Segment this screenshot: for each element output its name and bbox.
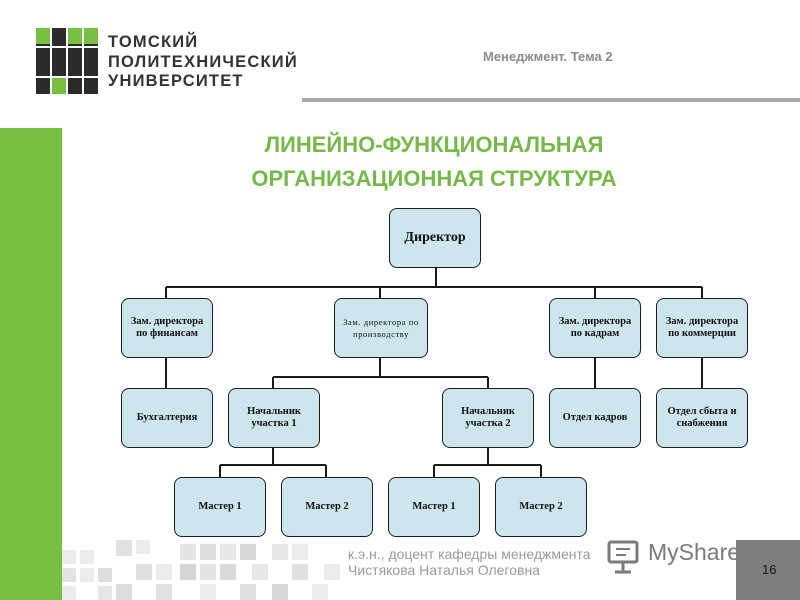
org-box-deputy-production: Зам. директора по производству (334, 298, 428, 358)
presentation-board-icon (607, 540, 639, 574)
org-box-master-s2-2: Мастер 2 (495, 477, 587, 537)
org-box-hr-department: Отдел кадров (549, 388, 641, 448)
university-line-2: ПОЛИТЕХНИЧЕСКИЙ (108, 52, 298, 71)
author-line-2: Чистякова Наталья Олеговна (348, 562, 540, 578)
university-line-3: УНИВЕРСИТЕТ (108, 72, 244, 90)
page-number-box (736, 540, 800, 600)
org-box-director: Директор (389, 208, 481, 268)
org-box-master-s1-2: Мастер 2 (281, 477, 373, 537)
university-line-1: ТОМСКИЙ (108, 33, 199, 51)
org-box-sales-supply: Отдел сбыта и снабжения (656, 388, 748, 448)
org-box-master-s2-1: Мастер 1 (388, 477, 480, 537)
org-box-deputy-hr: Зам. директора по кадрам (549, 298, 641, 358)
topic-label: Менеджмент. Тема 2 (483, 49, 613, 64)
decorative-tile-pattern (62, 540, 340, 600)
tpu-logo (36, 28, 98, 94)
slide-title: ЛИНЕЙНО-ФУНКЦИОНАЛЬНАЯ ОРГАНИЗАЦИОННАЯ С… (160, 128, 708, 196)
org-box-section-head-2: Начальник участка 2 (442, 388, 534, 448)
page-number: 16 (762, 562, 777, 577)
header-divider (302, 98, 800, 102)
org-box-accounting: Бухгалтерия (121, 388, 213, 448)
left-accent-bar (0, 128, 62, 600)
org-box-master-s1-1: Мастер 1 (174, 477, 266, 537)
org-box-deputy-commerce: Зам. директора по коммерции (656, 298, 748, 358)
author-credit: к.э.н., доцент кафедры менеджмента Чистя… (348, 546, 591, 578)
slide-title-line-2: ОРГАНИЗАЦИОННАЯ СТРУКТУРА (251, 166, 617, 191)
slide-title-line-1: ЛИНЕЙНО-ФУНКЦИОНАЛЬНАЯ (264, 132, 604, 157)
org-box-deputy-finance: Зам. директора по финансам (121, 298, 213, 358)
university-name: ТОМСКИЙ ПОЛИТЕХНИЧЕСКИЙ УНИВЕРСИТЕТ (108, 33, 298, 92)
watermark-text: MyShared (648, 539, 753, 565)
author-line-1: к.э.н., доцент кафедры менеджмента (348, 546, 591, 562)
org-box-section-head-1: Начальник участка 1 (228, 388, 320, 448)
